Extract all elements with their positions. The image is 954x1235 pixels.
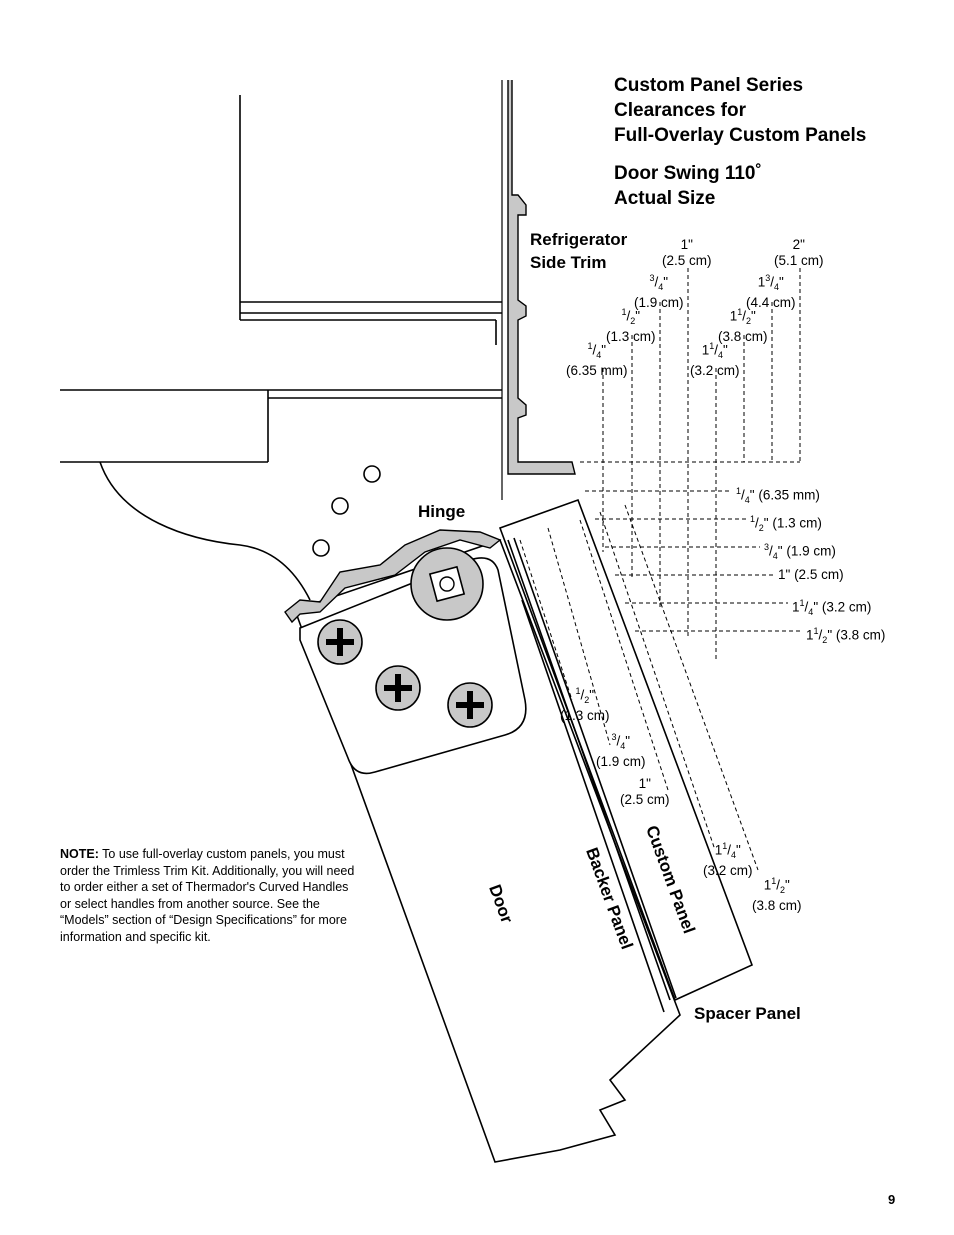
side-dim-one-quarter: 11/4" (3.2 cm) xyxy=(792,598,872,618)
top-dim-one: 1"(2.5 cm) xyxy=(662,237,712,268)
title-line-4: Door Swing 110˚ xyxy=(614,163,762,184)
note-body: To use full-overlay custom panels, you m… xyxy=(60,847,355,944)
top-dim-one-quarter: 11/4"(3.2 cm) xyxy=(690,341,740,379)
side-dim-one: 1" (2.5 cm) xyxy=(778,567,844,582)
panel-dim-one-quarter: 11/4"(3.2 cm) xyxy=(703,841,753,879)
side-dim-three-quarter: 3/4" (1.9 cm) xyxy=(764,542,836,562)
trim-label-line-1: Refrigerator xyxy=(530,230,628,249)
title-line-2: Clearances for xyxy=(614,100,747,121)
hinge-label: Hinge xyxy=(418,502,466,521)
title-line-5: Actual Size xyxy=(614,188,716,209)
title-line-3: Full-Overlay Custom Panels xyxy=(614,125,867,146)
panel-dim-one: 1"(2.5 cm) xyxy=(620,776,670,807)
panel-dim-three-quarter: 3/4"(1.9 cm) xyxy=(596,732,646,770)
side-dim-one-half: 11/2" (3.8 cm) xyxy=(806,626,886,646)
top-dim-one-half: 11/2"(3.8 cm) xyxy=(718,307,768,345)
note-lead: NOTE: xyxy=(60,847,99,861)
side-dim-quarter: 1/4" (6.35 mm) xyxy=(736,486,820,506)
note-text: NOTE: To use full-overlay custom panels,… xyxy=(60,846,360,946)
page-number: 9 xyxy=(888,1192,896,1207)
top-dim-half: 1/2"(1.3 cm) xyxy=(606,307,656,345)
side-dim-half: 1/2" (1.3 cm) xyxy=(750,514,822,534)
panel-dim-half: 1/2"(1.3 cm) xyxy=(560,686,610,724)
spacer-panel-label: Spacer Panel xyxy=(694,1004,801,1023)
top-dim-quarter: 1/4"(6.35 mm) xyxy=(566,341,628,379)
trim-label-line-2: Side Trim xyxy=(530,253,607,272)
top-dim-two: 2"(5.1 cm) xyxy=(774,237,824,268)
title-line-1: Custom Panel Series xyxy=(614,75,804,96)
panel-dim-one-half: 11/2"(3.8 cm) xyxy=(752,876,802,914)
top-dim-three-quarter: 3/4"(1.9 cm) xyxy=(634,273,684,311)
top-dim-one-three-quarter: 13/4"(4.4 cm) xyxy=(746,273,796,311)
